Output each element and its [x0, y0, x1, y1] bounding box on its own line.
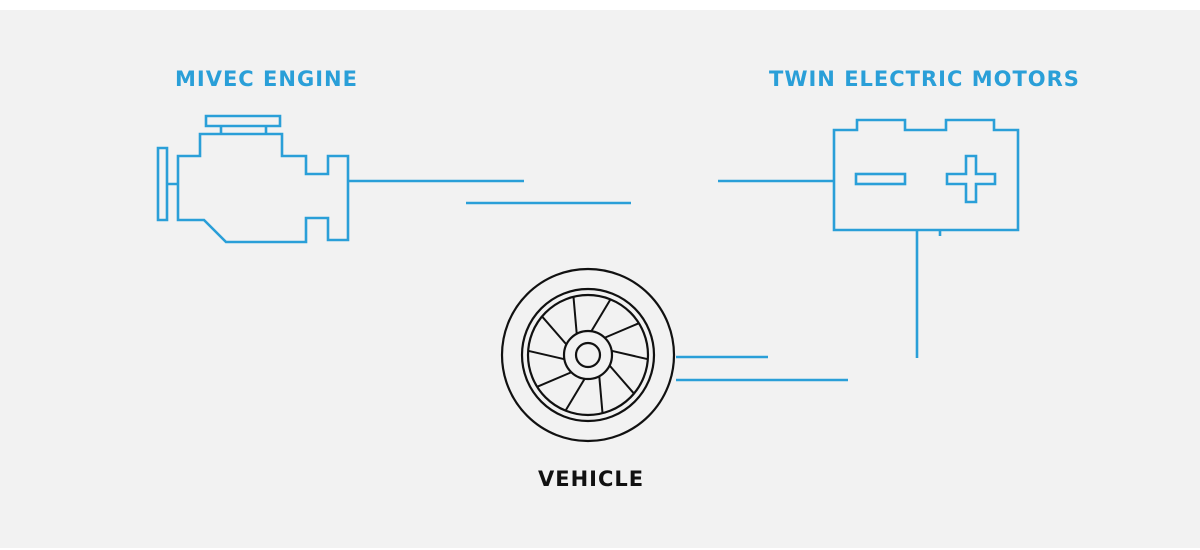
wheel-spoke — [604, 322, 640, 339]
engine-icon — [156, 114, 350, 244]
wheel-spoke — [541, 315, 568, 346]
wheel-spoke — [564, 378, 586, 412]
wheel-spoke — [527, 349, 565, 361]
diagram-panel — [0, 10, 1200, 548]
battery-icon — [832, 118, 1020, 236]
engine-label: MIVEC ENGINE — [175, 67, 358, 91]
vehicle-label: VEHICLE — [538, 467, 645, 491]
wheel-spoke — [536, 371, 572, 388]
motors-to-wheel-lines — [676, 230, 919, 382]
wheel-icon — [500, 267, 676, 443]
wheel-spoke — [611, 349, 649, 361]
wheel-spoke — [572, 296, 578, 334]
wheel-spoke — [598, 376, 604, 414]
wheel-spoke — [608, 364, 635, 395]
motors-label: TWIN ELECTRIC MOTORS — [769, 67, 1080, 91]
wheel-spoke — [590, 298, 612, 332]
engine-to-motors-lines — [348, 179, 834, 205]
